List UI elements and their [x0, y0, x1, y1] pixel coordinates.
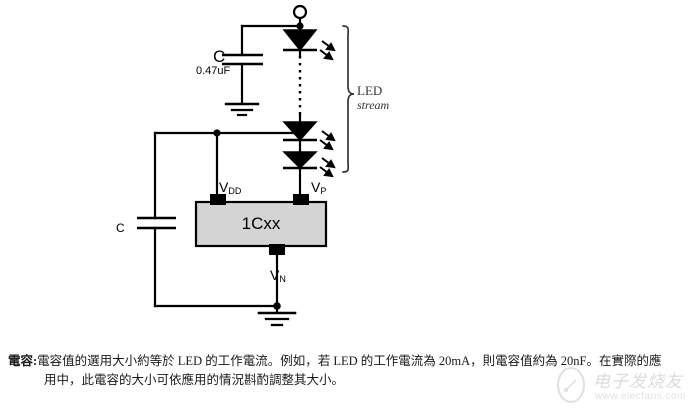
cap-left-name-label: C — [116, 221, 125, 235]
pin-pad-vdd — [210, 194, 226, 205]
led-3-emission-arrows-icon — [319, 157, 336, 178]
junction-dot-vdd — [213, 129, 221, 137]
led-1-triangle-icon — [282, 29, 318, 52]
pin-label-vdd: VDD — [219, 180, 241, 196]
ic-chip-part-label: 1Cxx — [241, 214, 281, 233]
supply-terminal-icon — [292, 4, 308, 20]
caption-block: 電容:電容值的選用大小約等於 LED 的工作電流。例如，若 LED 的工作電流為… — [8, 352, 668, 390]
cap-top-value-label: 0.47uF — [196, 65, 231, 77]
pin-label-vp: VP — [311, 180, 326, 196]
led-2-emission-arrows-icon — [319, 130, 336, 151]
capacitor-top — [222, 53, 263, 66]
cap-top-name-label: C — [213, 47, 226, 66]
junction-dot-led-mid — [296, 129, 304, 137]
led-1 — [282, 29, 336, 61]
ic-chip-body — [194, 200, 328, 248]
led-stream-label-line1: LED — [357, 83, 383, 98]
pin-label-vn-main: V — [270, 267, 280, 283]
caption-line-1: 電容值的選用大小約等於 LED 的工作電流。例如，若 LED 的工作電流為 20… — [37, 354, 662, 368]
led-stream-brace-icon — [342, 25, 355, 173]
pin-pad-vn — [269, 244, 285, 255]
pin-label-vn-sub: N — [279, 274, 286, 284]
pin-label-vp-sub: P — [320, 186, 327, 196]
junction-dot-top-rail — [296, 22, 304, 30]
pin-pad-vp — [293, 194, 309, 205]
capacitor-left — [137, 216, 176, 230]
circuit-schematic: C 0.47uF C LED stream VDD VP VN 1Cxx — [116, 4, 390, 327]
watermark-url: www.elecfans.com — [595, 391, 686, 402]
led-3 — [282, 151, 336, 178]
led-stream-label-line2: stream — [357, 98, 390, 112]
led-3-triangle-icon — [282, 151, 318, 170]
pin-label-vdd-main: V — [219, 179, 229, 195]
caption-term: 電容: — [8, 354, 38, 368]
junction-dot-ground — [273, 302, 281, 310]
wire-group — [153, 16, 303, 314]
ground-symbol-cap-top-icon — [224, 102, 260, 117]
led-2 — [282, 121, 336, 151]
pin-label-vn: VN — [270, 268, 286, 284]
led-1-emission-arrows-icon — [319, 40, 336, 61]
schematic-svg — [137, 4, 355, 327]
pin-label-vp-main: V — [311, 179, 321, 195]
pin-label-vdd-sub: DD — [228, 186, 242, 196]
caption-line-2: 用中，此電容的大小可依應用的情況斟酌調整其大小。 — [44, 373, 345, 387]
ground-symbol-main-icon — [257, 311, 297, 327]
